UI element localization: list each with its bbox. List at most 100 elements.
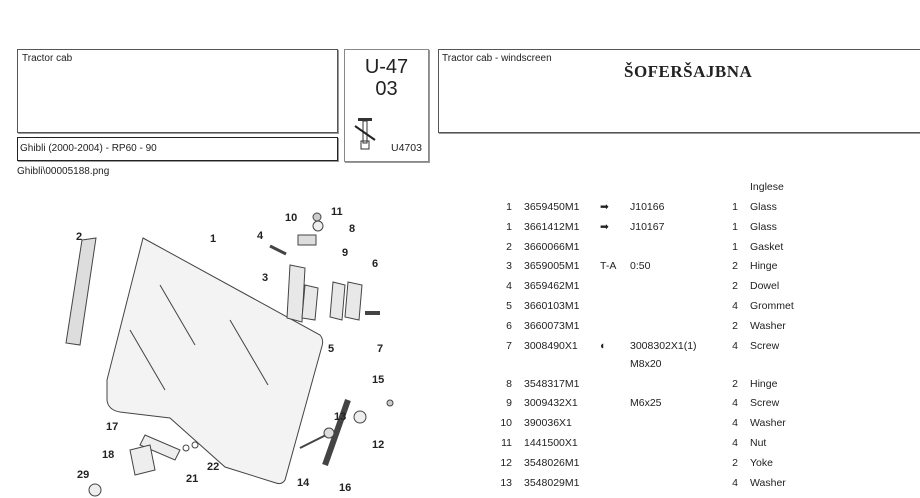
- part-number: 3548317M1: [524, 377, 580, 390]
- callout-2: 2: [76, 231, 82, 243]
- callout-5: 5: [328, 343, 334, 355]
- part-number: 3009432X1: [524, 397, 578, 410]
- callout-29: 29: [77, 469, 89, 481]
- quantity: 1: [732, 240, 738, 253]
- code-box: U-47 03 U4703: [344, 49, 429, 162]
- description: Dowel: [750, 280, 780, 293]
- callout-4: 4: [257, 230, 264, 242]
- callout-18: 18: [102, 449, 114, 461]
- callout-16: 16: [339, 482, 351, 494]
- part-number: 3548029M1: [524, 476, 580, 489]
- description: Glass: [750, 220, 777, 233]
- filename: Ghibli\00005188.png: [17, 166, 110, 177]
- part-number: 3659462M1: [524, 280, 580, 293]
- description: Glass: [750, 201, 777, 213]
- gasket: [65, 237, 97, 346]
- quantity: 2: [732, 319, 738, 332]
- part-number: 3660073M1: [524, 319, 580, 332]
- callout-11: 11: [331, 206, 343, 218]
- part-number: 3661412M1: [524, 220, 580, 233]
- quantity: 1: [732, 201, 738, 213]
- description: Washer: [750, 417, 786, 430]
- callout-17: 17: [106, 421, 118, 433]
- table-row[interactable]: 4 3659462M1 2 Dowel: [0, 278, 920, 294]
- callout-22: 22: [207, 461, 219, 473]
- description: Screw: [750, 397, 780, 410]
- description: Nut: [750, 437, 767, 449]
- quantity: 4: [732, 417, 738, 430]
- description: Hinge: [750, 377, 778, 390]
- glass-panel: [106, 237, 324, 485]
- group-box: Tractor cab: [17, 49, 338, 133]
- bar-arrow-right-icon: ➡: [600, 220, 609, 233]
- code-line2: 03: [375, 78, 398, 100]
- quantity: 4: [732, 300, 738, 312]
- description: Grommet: [750, 300, 794, 312]
- table-row[interactable]: 10 390036X1 4 Washer: [0, 415, 920, 431]
- quantity: 2: [732, 377, 738, 390]
- row-index: 7: [506, 339, 512, 352]
- section-label: Tractor cab - windscreen: [442, 53, 552, 64]
- callout-8: 8: [349, 223, 355, 235]
- row-index: 4: [506, 280, 512, 293]
- row-index: 3: [506, 260, 512, 273]
- reference: 3008302X1(1): [630, 339, 697, 352]
- quantity: 2: [732, 456, 738, 469]
- row-index: 12: [500, 456, 512, 469]
- quantity: 4: [732, 437, 738, 449]
- part-number: 390036X1: [524, 417, 572, 430]
- description: Washer: [750, 476, 786, 489]
- description: Gasket: [750, 240, 784, 253]
- row-index: 1: [506, 201, 512, 213]
- table-row[interactable]: 8 3548317M1 2 Hinge: [0, 376, 920, 392]
- callout-13: 13: [334, 411, 346, 423]
- row-index: 6: [506, 319, 512, 332]
- table-header: Inglese: [0, 179, 920, 195]
- row-index: 9: [506, 397, 512, 410]
- table-row[interactable]: 2 3660066M1 1 Gasket: [0, 239, 920, 255]
- reference: M6x25: [630, 397, 662, 410]
- code-line1: U-47: [364, 56, 409, 78]
- row-index: 10: [500, 417, 512, 430]
- part-number: 3659005M1: [524, 260, 580, 273]
- row-index: 2: [506, 240, 512, 253]
- callout-7: 7: [377, 343, 383, 355]
- callout-3: 3: [262, 272, 268, 284]
- row-index: 5: [506, 300, 512, 312]
- part-number: 3659450M1: [524, 201, 580, 213]
- description: Yoke: [750, 456, 773, 469]
- variant-tag: T-A: [600, 260, 617, 273]
- group-label: Tractor cab: [22, 53, 73, 64]
- row-index: 8: [506, 377, 512, 390]
- row-index: 13: [500, 476, 512, 489]
- section-box: Tractor cab - windscreen ŠOFERŠAJBNA: [438, 49, 920, 133]
- quantity: 4: [732, 476, 738, 489]
- part-number: 3660066M1: [524, 240, 580, 253]
- quantity: 2: [732, 280, 738, 293]
- callout-12: 12: [372, 439, 384, 451]
- quantity: 1: [732, 220, 738, 233]
- table-row[interactable]: 13 3548029M1 4 Washer: [0, 475, 920, 491]
- language-header: Inglese: [750, 181, 784, 193]
- section-local-title: ŠOFERŠAJBNA: [624, 62, 753, 81]
- table-row[interactable]: 12 3548026M1 2 Yoke: [0, 455, 920, 471]
- description: Washer: [750, 319, 786, 332]
- callout-9: 9: [342, 247, 348, 259]
- row-index: 11: [501, 437, 512, 449]
- bolt-icon: [354, 118, 376, 150]
- description: Hinge: [750, 260, 778, 273]
- reference: 0:50: [630, 260, 651, 273]
- callout-15: 15: [372, 374, 384, 386]
- reference: J10166: [630, 201, 665, 213]
- description: Screw: [750, 339, 780, 352]
- part-number: 3548026M1: [524, 456, 580, 469]
- table-row[interactable]: 6 3660073M1 2 Washer: [0, 318, 920, 334]
